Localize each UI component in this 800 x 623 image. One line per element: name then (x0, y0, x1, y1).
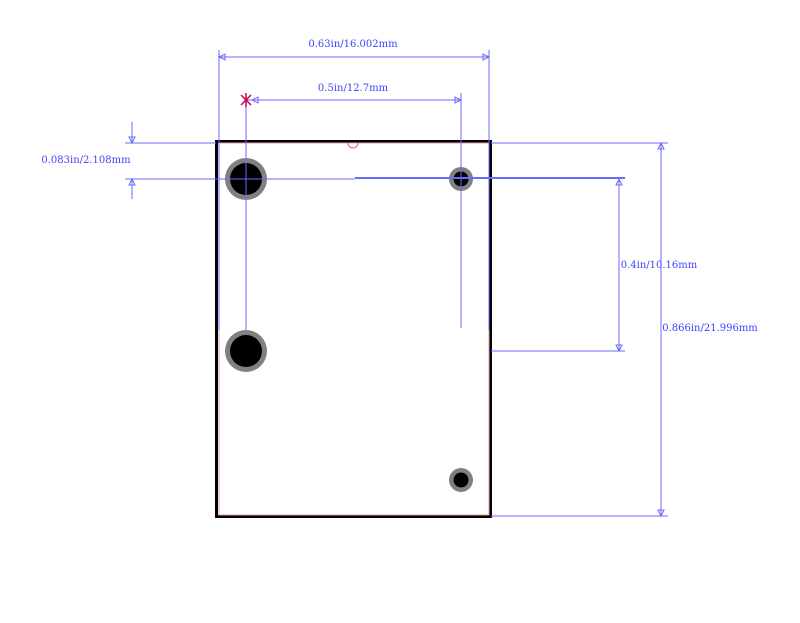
component-outline (215, 140, 492, 518)
dimension-pin-offset-y: 0.083in/2.108mm (41, 155, 131, 166)
dimension-overall-width: 0.63in/16.002mm (308, 39, 398, 50)
dimension-overall-height: 0.866in/21.996mm (662, 323, 758, 334)
dimension-pin-spacing-x: 0.5in/12.7mm (317, 83, 389, 94)
dimension-lines (125, 50, 668, 518)
origin-marker-icon (240, 93, 252, 107)
pin1-notch (347, 142, 359, 149)
pad-3[interactable] (225, 330, 267, 372)
dimension-pin-spacing-y: 0.4in/10.16mm (620, 260, 698, 271)
courtyard-outline (218, 142, 490, 516)
pad-4[interactable] (449, 468, 473, 492)
